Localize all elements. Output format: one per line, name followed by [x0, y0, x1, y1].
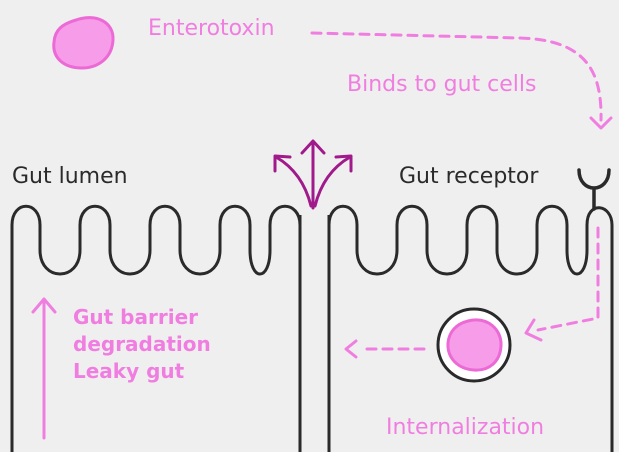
internalization-label: Internalization — [386, 417, 544, 439]
leak-arrows — [275, 141, 351, 208]
tight-junction-lines — [300, 215, 329, 452]
enterotoxin-label: Enterotoxin — [148, 18, 275, 40]
binds-label: Binds to gut cells — [347, 74, 537, 96]
gut-receptor-label: Gut receptor — [399, 166, 538, 188]
gut-receptor — [579, 170, 609, 209]
gut-lumen-label: Gut lumen — [12, 166, 128, 188]
barrier-degradation-label: Gut barrier degradation Leaky gut — [73, 304, 211, 385]
barrier-line-2: degradation — [73, 331, 211, 358]
barrier-up-arrow — [33, 299, 55, 438]
vesicle-arrowhead — [346, 341, 356, 357]
enterotoxin-blob — [54, 18, 113, 68]
barrier-line-3: Leaky gut — [73, 358, 211, 385]
barrier-line-1: Gut barrier — [73, 304, 211, 331]
internalized-toxin-blob — [448, 320, 501, 370]
